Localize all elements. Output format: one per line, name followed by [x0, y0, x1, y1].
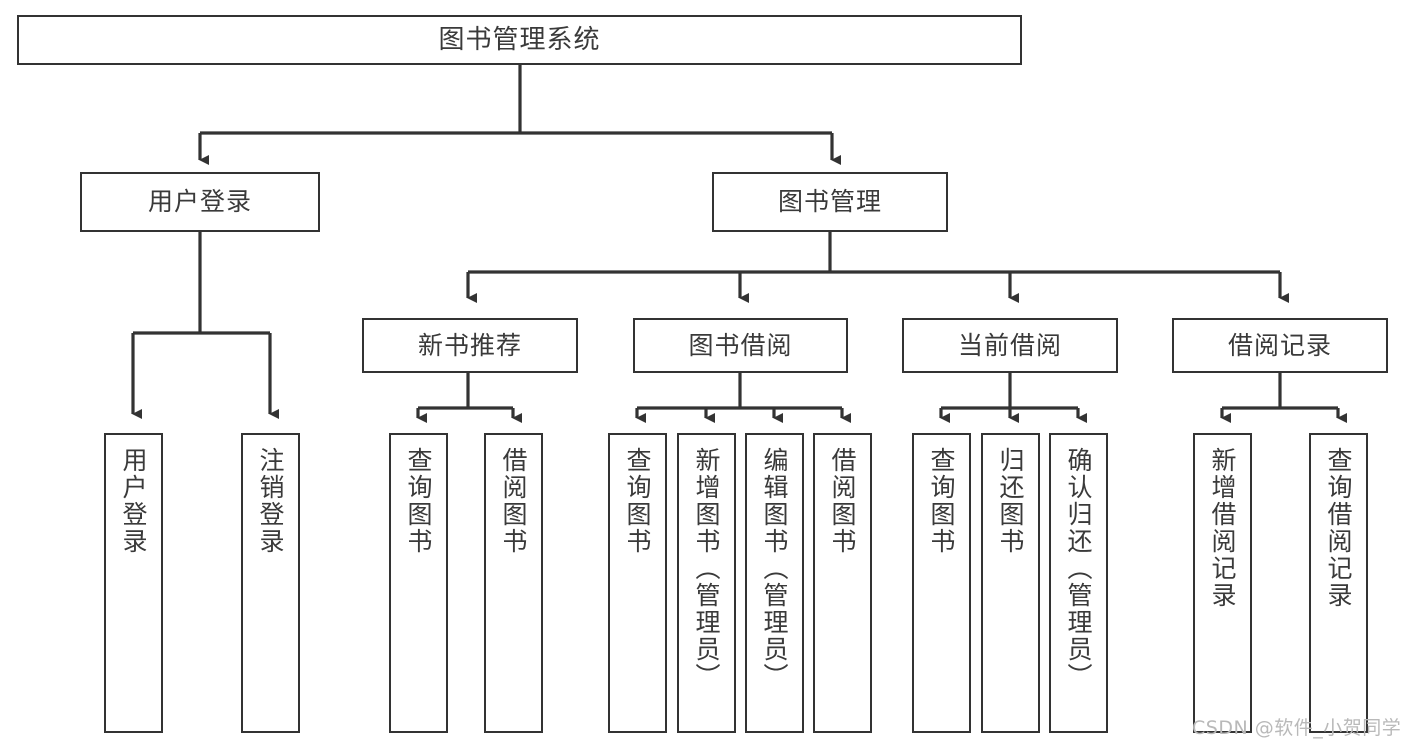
node-current-borrow[interactable]: 当前借阅 — [902, 318, 1118, 373]
leaf-book-borrow-add[interactable]: 新增图书（管理员） — [677, 433, 736, 733]
node-user-login-label: 用户登录 — [147, 187, 252, 217]
node-book-borrow-label: 图书借阅 — [688, 330, 793, 360]
leaf-user-login-signout[interactable]: 注销登录 — [241, 433, 300, 733]
leaf-label: 查询图书 — [404, 447, 433, 555]
leaf-label: 查询借阅记录 — [1324, 447, 1353, 609]
leaf-label: 查询图书 — [927, 447, 956, 555]
leaf-user-login-signin[interactable]: 用户登录 — [104, 433, 163, 733]
leaf-borrow-record-add[interactable]: 新增借阅记录 — [1193, 433, 1252, 733]
csdn-watermark: CSDN @软件_小贺同学 — [1192, 717, 1402, 739]
node-user-login[interactable]: 用户登录 — [80, 172, 320, 232]
leaf-book-borrow-edit[interactable]: 编辑图书（管理员） — [745, 433, 804, 733]
node-current-borrow-label: 当前借阅 — [957, 330, 1062, 360]
node-borrow-record-label: 借阅记录 — [1227, 330, 1332, 360]
leaf-label: 新增借阅记录 — [1208, 447, 1237, 609]
leaf-label: 借阅图书 — [828, 447, 857, 555]
leaf-new-book-borrow[interactable]: 借阅图书 — [484, 433, 543, 733]
leaf-current-borrow-query[interactable]: 查询图书 — [912, 433, 971, 733]
leaf-borrow-record-query[interactable]: 查询借阅记录 — [1309, 433, 1368, 733]
leaf-label: 归还图书 — [996, 447, 1025, 555]
leaf-book-borrow-query[interactable]: 查询图书 — [608, 433, 667, 733]
node-new-book-recommend[interactable]: 新书推荐 — [362, 318, 578, 373]
leaf-label: 编辑图书（管理员） — [760, 447, 789, 690]
leaf-label: 用户登录 — [119, 447, 148, 555]
node-new-book-recommend-label: 新书推荐 — [417, 330, 522, 360]
leaf-label: 确认归还（管理员） — [1064, 447, 1093, 690]
node-book-manage-label: 图书管理 — [777, 187, 882, 217]
node-root-system[interactable]: 图书管理系统 — [17, 15, 1022, 65]
node-book-borrow[interactable]: 图书借阅 — [633, 318, 848, 373]
leaf-book-borrow-borrow[interactable]: 借阅图书 — [813, 433, 872, 733]
node-root-label: 图书管理系统 — [438, 24, 601, 55]
leaf-label: 新增图书（管理员） — [692, 447, 721, 690]
node-borrow-record[interactable]: 借阅记录 — [1172, 318, 1388, 373]
leaf-current-borrow-return[interactable]: 归还图书 — [981, 433, 1040, 733]
leaf-current-borrow-confirm[interactable]: 确认归还（管理员） — [1049, 433, 1108, 733]
leaf-new-book-query[interactable]: 查询图书 — [389, 433, 448, 733]
leaf-label: 注销登录 — [256, 447, 285, 555]
leaf-label: 查询图书 — [623, 447, 652, 555]
leaf-label: 借阅图书 — [499, 447, 528, 555]
node-book-manage[interactable]: 图书管理 — [712, 172, 948, 232]
